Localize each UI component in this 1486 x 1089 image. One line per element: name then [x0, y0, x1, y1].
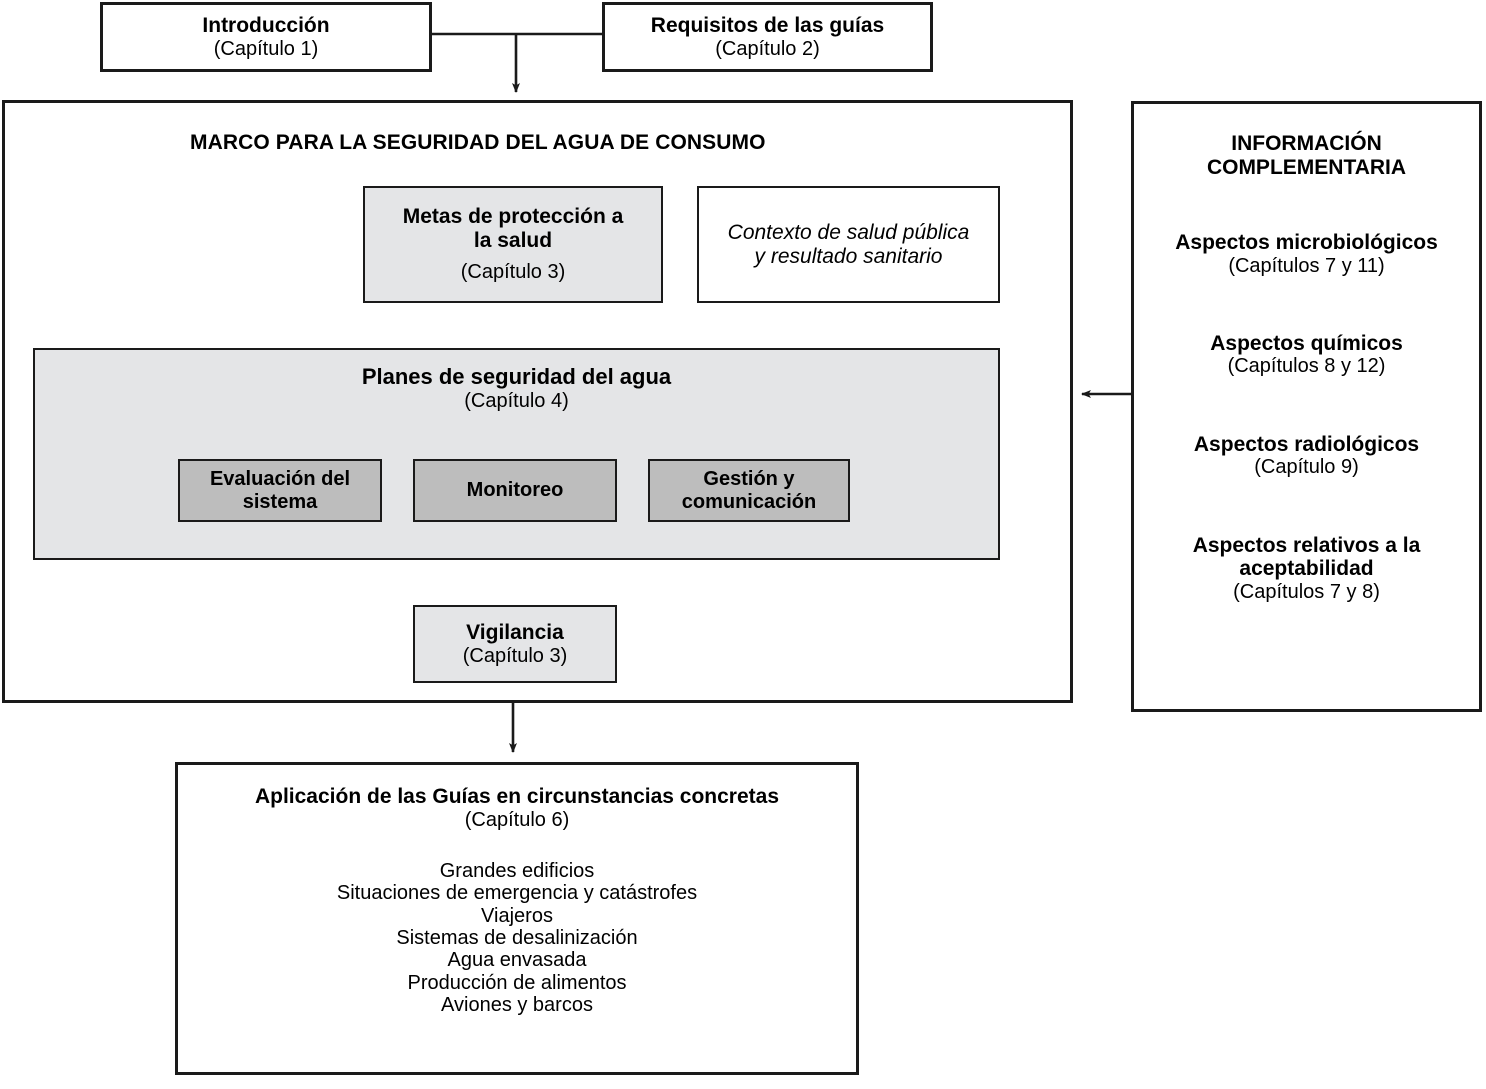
panel-informacion-complementaria: INFORMACIÓN COMPLEMENTARIA Aspectos micr…	[1131, 101, 1482, 712]
metas-line2: la salud	[473, 228, 553, 252]
supp-item-radiologicos[interactable]: Aspectos radiológicos (Capítulo 9)	[1194, 433, 1419, 479]
box-evaluacion-sistema[interactable]: Evaluación del sistema	[178, 459, 382, 522]
box-gestion-comunicacion[interactable]: Gestión y comunicación	[648, 459, 850, 522]
box-aplicacion-guias: Aplicación de las Guías en circunstancia…	[175, 762, 859, 1075]
gestion-line2: comunicación	[681, 490, 817, 513]
introduccion-chapter: (Capítulo 1)	[213, 37, 319, 60]
aplicacion-item-5: Producción de alimentos	[407, 971, 627, 994]
supp-item-0-chapters: (Capítulos 7 y 11)	[1228, 254, 1385, 277]
box-planes-seguridad-agua[interactable]: Planes de seguridad del agua (Capítulo 4…	[33, 348, 1000, 560]
supp-heading-line2: COMPLEMENTARIA	[1206, 155, 1407, 179]
evaluacion-line1: Evaluación del	[209, 468, 351, 491]
metas-chapter: (Capítulo 3)	[460, 261, 566, 284]
aplicacion-chapter: (Capítulo 6)	[464, 808, 570, 831]
gestion-line1: Gestión y	[703, 468, 795, 491]
supp-item-quimicos[interactable]: Aspectos químicos (Capítulos 8 y 12)	[1210, 332, 1403, 378]
box-contexto-salud-publica[interactable]: Contexto de salud pública y resultado sa…	[697, 186, 1000, 303]
framework-heading: MARCO PARA LA SEGURIDAD DEL AGUA DE CONS…	[190, 131, 766, 154]
aplicacion-item-1: Situaciones de emergencia y catástrofes	[336, 882, 698, 905]
aplicacion-item-4: Agua envasada	[447, 949, 587, 972]
introduccion-title: Introducción	[202, 14, 330, 38]
box-monitoreo[interactable]: Monitoreo	[413, 459, 617, 522]
supp-item-2-title: Aspectos radiológicos	[1193, 432, 1420, 456]
aplicacion-item-2: Viajeros	[481, 904, 553, 927]
supp-item-microbiologicos[interactable]: Aspectos microbiológicos (Capítulos 7 y …	[1175, 231, 1438, 277]
supp-heading-line1: INFORMACIÓN	[1231, 132, 1382, 155]
monitoreo-line1: Monitoreo	[466, 479, 564, 502]
box-vigilancia[interactable]: Vigilancia (Capítulo 3)	[413, 605, 617, 683]
planes-chapter: (Capítulo 4)	[464, 389, 569, 412]
metas-line1: Metas de protección a	[402, 205, 624, 229]
supp-item-2-chapters: (Capítulo 9)	[1254, 456, 1359, 479]
box-introduccion[interactable]: Introducción (Capítulo 1)	[100, 2, 432, 72]
supp-item-3-chapters: (Capítulos 7 y 8)	[1233, 580, 1380, 603]
contexto-line1: Contexto de salud pública	[727, 220, 970, 244]
supp-item-0-title: Aspectos microbiológicos	[1175, 231, 1438, 255]
box-requisitos[interactable]: Requisitos de las guías (Capítulo 2)	[602, 2, 933, 72]
supp-item-3-title-line2: aceptabilidad	[1239, 557, 1374, 581]
requisitos-title: Requisitos de las guías	[650, 14, 885, 38]
vigilancia-chapter: (Capítulo 3)	[462, 644, 568, 667]
requisitos-chapter: (Capítulo 2)	[715, 37, 820, 60]
aplicacion-item-3: Sistemas de desalinización	[396, 927, 638, 950]
supp-item-1-chapters: (Capítulos 8 y 12)	[1227, 355, 1386, 378]
aplicacion-item-0: Grandes edificios	[439, 859, 595, 882]
evaluacion-line2: sistema	[242, 490, 318, 513]
vigilancia-title: Vigilancia	[466, 621, 564, 645]
supp-item-1-title: Aspectos químicos	[1210, 331, 1403, 355]
contexto-line2: y resultado sanitario	[754, 244, 943, 268]
aplicacion-item-6: Aviones y barcos	[441, 994, 593, 1017]
aplicacion-title: Aplicación de las Guías en circunstancia…	[254, 785, 780, 808]
supp-item-aceptabilidad[interactable]: Aspectos relativos a la aceptabilidad (C…	[1193, 534, 1421, 603]
planes-title: Planes de seguridad del agua	[361, 364, 672, 389]
supp-item-3-title-line1: Aspectos relativos a la	[1192, 533, 1421, 557]
box-metas-proteccion-salud[interactable]: Metas de protección a la salud (Capítulo…	[363, 186, 663, 303]
